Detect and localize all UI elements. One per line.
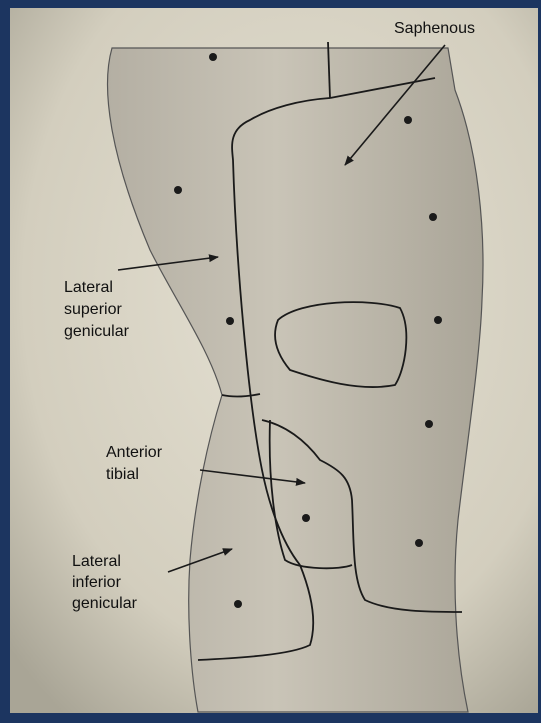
label-lateral-inferior-genicular-line3: genicular <box>72 595 138 612</box>
marker-dot <box>425 420 433 428</box>
marker-dot <box>429 213 437 221</box>
label-lateral-inferior-genicular-line2: inferior <box>72 574 122 591</box>
marker-dot <box>404 116 412 124</box>
label-lateral-superior-genicular-line3: genicular <box>64 323 130 340</box>
label-saphenous: Saphenous <box>394 20 475 37</box>
label-lateral-superior-genicular-line2: superior <box>64 301 122 318</box>
marker-dot <box>226 317 234 325</box>
label-anterior-tibial-line2: tibial <box>106 466 139 483</box>
label-lateral-inferior-genicular-line1: Lateral <box>72 553 121 570</box>
label-lateral-superior-genicular-line1: Lateral <box>64 279 113 296</box>
marker-dot <box>234 600 242 608</box>
marker-dot <box>302 514 310 522</box>
marker-dot <box>174 186 182 194</box>
marker-dot <box>415 539 423 547</box>
label-anterior-tibial-line1: Anterior <box>106 444 163 461</box>
marker-dot <box>209 53 217 61</box>
marker-dot <box>434 316 442 324</box>
